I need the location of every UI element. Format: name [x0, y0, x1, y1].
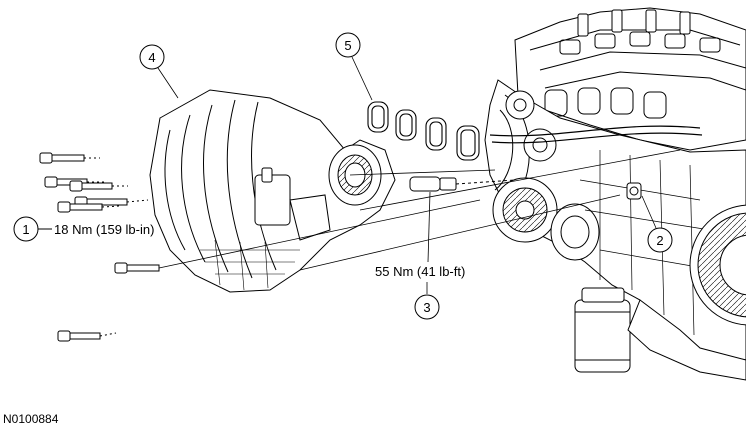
- callout-5-number: 5: [344, 38, 351, 53]
- bolts: [39, 152, 160, 342]
- stud: [409, 176, 516, 192]
- intake-manifold: [149, 89, 396, 293]
- callout-4-number: 4: [148, 50, 155, 65]
- figure-id: N0100884: [3, 412, 59, 426]
- callout-3-number: 3: [423, 300, 430, 315]
- torque-label-3: 55 Nm (41 lb-ft): [375, 264, 465, 279]
- torque-label-1: 18 Nm (159 lb-in): [54, 222, 154, 237]
- intake-gaskets: [367, 101, 480, 161]
- callout-1-number: 1: [22, 222, 29, 237]
- callout-3: 55 Nm (41 lb-ft) 3: [375, 191, 465, 320]
- callout-1: 1 18 Nm (159 lb-in): [13, 216, 154, 242]
- callout-2-number: 2: [656, 233, 663, 248]
- alignment-lines: [158, 149, 681, 271]
- callout-5: 5: [335, 32, 373, 101]
- callout-2: 2: [641, 195, 673, 253]
- engine-assembly: [484, 7, 746, 381]
- callout-4: 4: [139, 44, 179, 99]
